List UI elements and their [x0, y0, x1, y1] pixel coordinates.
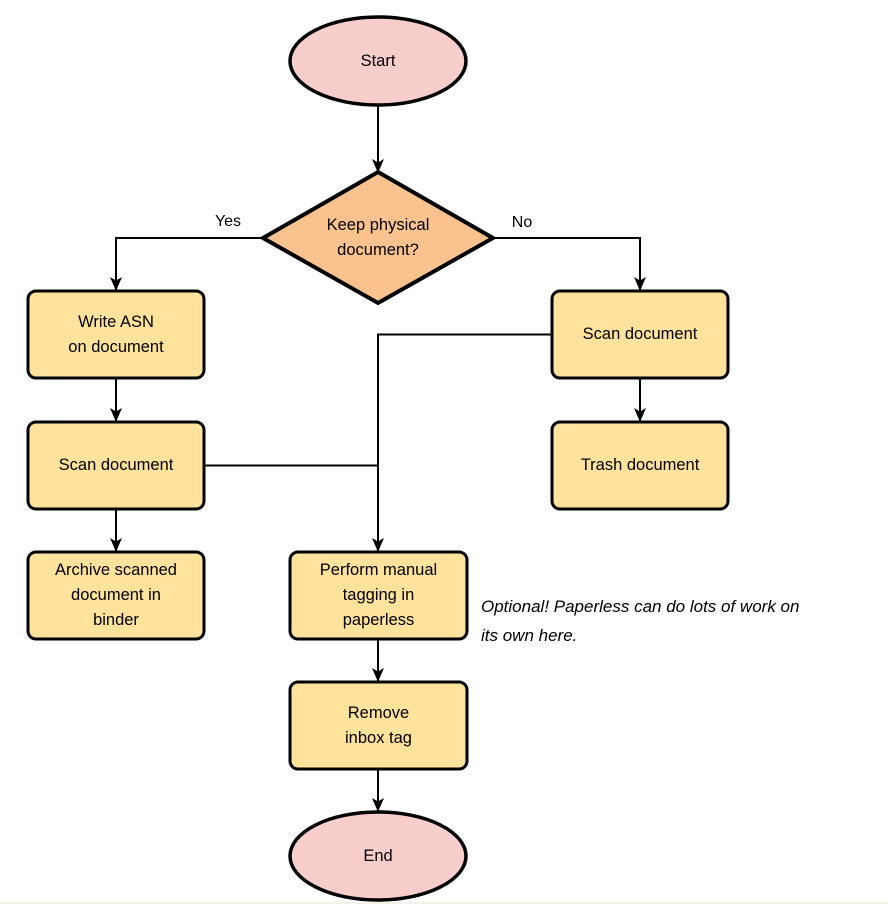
end-terminal-shape [288, 810, 468, 902]
scan-right-label: Scan document [582, 325, 698, 343]
write-asn-label: Write ASN on document [68, 312, 164, 356]
start-terminal-shape [288, 15, 468, 107]
start-label: Start [360, 51, 396, 70]
optional-annotation: Optional! Paperless can do lots of work … [481, 597, 800, 645]
edge-scan-right-to-tagging [372, 333, 552, 552]
yes-branch-label: Yes [214, 213, 242, 230]
no-branch-label: No [511, 214, 533, 231]
remove-inbox-shape [288, 680, 469, 771]
scan-right-shape [550, 289, 730, 380]
tagging-label: Perform manual tagging in paperless [319, 561, 438, 629]
archive-label: Archive scanned document in binder [55, 561, 177, 629]
scan-left-shape [26, 420, 206, 511]
scan-left-label: Scan document [58, 456, 174, 474]
edge-decision-yes-to-write-asn [110, 237, 263, 291]
tagging-shape [288, 550, 469, 641]
trash-label: Trash document [580, 456, 700, 474]
end-label: End [363, 846, 393, 865]
remove-inbox-label: Remove inbox tag [345, 703, 412, 747]
decision-label: Keep physical document? [326, 216, 430, 259]
archive-shape [26, 550, 206, 641]
write-asn-shape [26, 289, 206, 380]
trash-shape [550, 420, 730, 511]
edge-decision-no-to-scan-right [493, 237, 646, 291]
bottom-divider [0, 902, 888, 904]
decision-diamond-shape [258, 169, 498, 306]
